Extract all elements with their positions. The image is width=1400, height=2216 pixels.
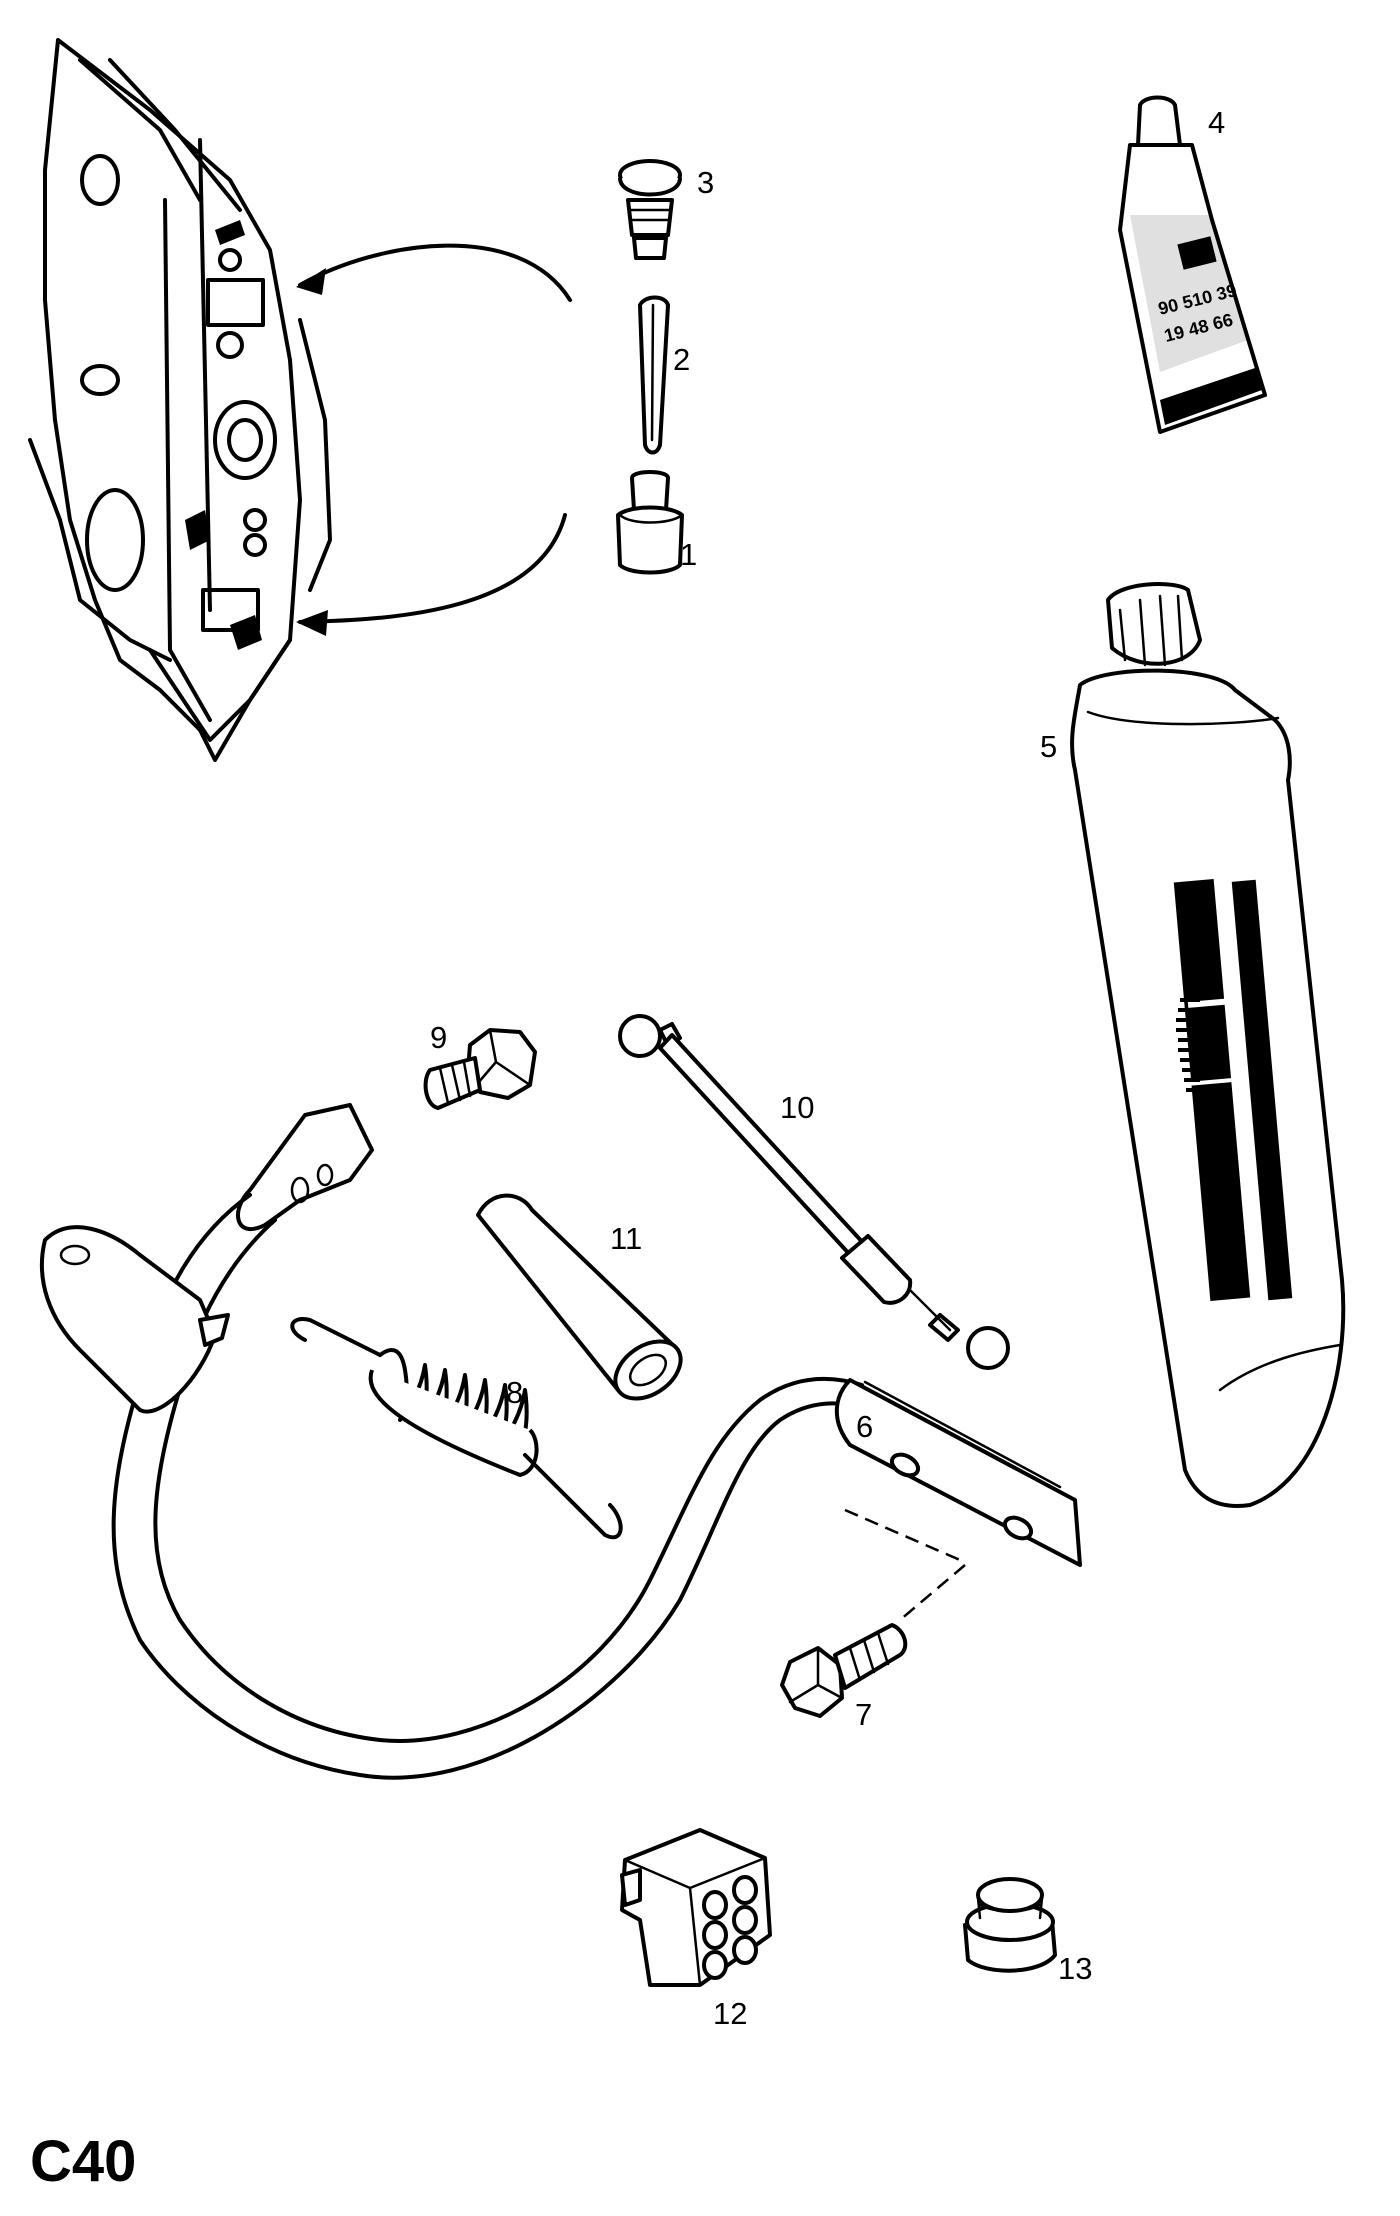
callout-8: 8 <box>506 1375 523 1410</box>
assembly-arrows <box>296 243 572 636</box>
callout-labels: 1 2 3 4 5 6 7 8 9 10 11 12 13 <box>430 105 1225 2031</box>
callout-2: 2 <box>673 342 690 377</box>
callout-7: 7 <box>855 1697 872 1732</box>
callout-3: 3 <box>697 165 714 200</box>
part-5-large-tube <box>1070 582 1346 1508</box>
part-10-gas-strut <box>618 1014 1010 1370</box>
part-12-connector <box>620 1828 772 1987</box>
part-11-tube <box>476 1193 683 1401</box>
part-9-bolt <box>423 1028 537 1110</box>
part-4-small-tube: 90 510 39 19 48 66 <box>1118 95 1267 434</box>
part-1-sleeve <box>616 470 684 575</box>
callout-9: 9 <box>430 1020 447 1055</box>
part-3-plug <box>618 159 682 260</box>
callout-4: 4 <box>1208 105 1225 140</box>
part-7-screw <box>780 1623 908 1718</box>
callout-5: 5 <box>1040 729 1057 764</box>
callout-11: 11 <box>610 1221 642 1256</box>
diagram-code: C40 <box>30 2129 136 2194</box>
callout-6: 6 <box>856 1409 873 1444</box>
callout-13: 13 <box>1058 1951 1092 1986</box>
part-8-spring <box>290 1317 623 1540</box>
door-frame-illustration <box>28 38 332 762</box>
callout-1: 1 <box>680 537 697 572</box>
part-6-bracket <box>40 1103 1082 1780</box>
callout-10: 10 <box>780 1090 814 1125</box>
part-13-grommet <box>963 1877 1057 1973</box>
part-2-pin <box>638 295 670 455</box>
callout-12: 12 <box>713 1996 747 2031</box>
